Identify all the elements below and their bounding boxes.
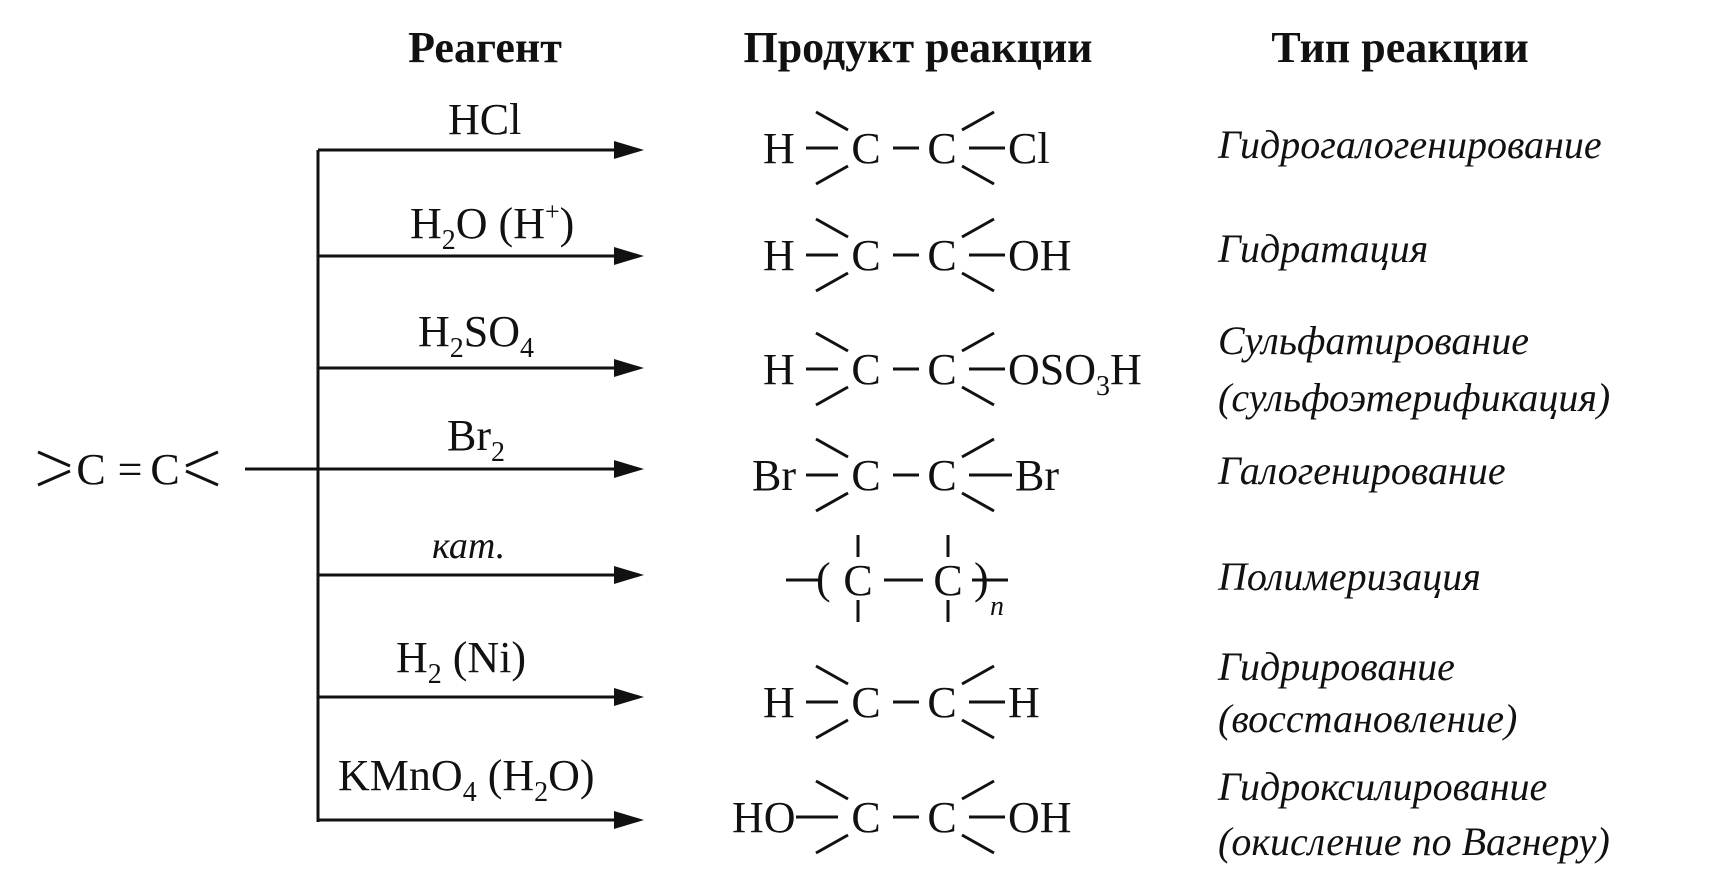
product-structure: HO C C OH <box>732 779 1072 855</box>
svg-text:C: C <box>851 231 880 280</box>
reaction-type-label: Гидрогалогенирование <box>1217 122 1602 167</box>
svg-text:C: C <box>927 451 956 500</box>
reagent-label: H2 (Ni) <box>396 633 526 690</box>
reaction-type-label: (окисление по Вагнеру) <box>1218 819 1610 864</box>
svg-text:H: H <box>763 678 795 727</box>
svg-text:C: C <box>927 345 956 394</box>
product-structure: Br C C Br <box>752 437 1059 513</box>
reagent-label: HCl <box>448 95 521 144</box>
svg-text:C: C <box>851 345 880 394</box>
starting-alkene: C = C <box>37 445 219 494</box>
header-type: Тип реакции <box>1271 23 1528 72</box>
bond-line <box>185 450 219 468</box>
reaction-arrow <box>318 359 644 377</box>
header-reagent: Реагент <box>408 23 562 72</box>
reaction-arrow <box>318 566 644 584</box>
reaction-arrow <box>318 688 644 706</box>
header-product: Продукт реакции <box>743 23 1092 72</box>
alkene-left-carbon: C <box>76 445 105 494</box>
reaction-arrow <box>318 811 644 829</box>
svg-text:Br: Br <box>752 451 796 500</box>
svg-text:(: ( <box>816 554 831 603</box>
product-structure: ( C C ) n <box>786 535 1008 622</box>
svg-text:OH: OH <box>1008 793 1072 842</box>
svg-text:C: C <box>933 556 962 605</box>
bond-line <box>185 469 219 487</box>
svg-text:Cl: Cl <box>1008 124 1050 173</box>
reaction-type-label: Галогенирование <box>1217 448 1506 493</box>
svg-text:H: H <box>763 231 795 280</box>
reaction-arrow <box>318 247 644 265</box>
alkene-double-bond: = <box>118 445 143 494</box>
svg-text:H: H <box>763 124 795 173</box>
reagent-label: H2SO4 <box>418 307 534 364</box>
svg-text:Br: Br <box>1015 451 1059 500</box>
product-structure: H C C Cl <box>763 110 1050 186</box>
svg-text:OSO3H: OSO3H <box>1008 345 1142 402</box>
bond-line <box>37 450 71 468</box>
svg-text:OH: OH <box>1008 231 1072 280</box>
svg-text:H: H <box>1008 678 1040 727</box>
svg-text:H: H <box>763 345 795 394</box>
svg-text:C: C <box>927 678 956 727</box>
svg-text:C: C <box>927 124 956 173</box>
reaction-type-label: (сульфоэтерификация) <box>1218 375 1610 420</box>
reagent-label: кат. <box>432 525 505 567</box>
alkene-right-carbon: C <box>150 445 179 494</box>
bond-line <box>37 469 71 487</box>
svg-text:C: C <box>851 793 880 842</box>
svg-text:C: C <box>851 124 880 173</box>
svg-text:C: C <box>851 678 880 727</box>
reaction-arrow <box>318 460 644 478</box>
product-structure: H C C OH <box>763 217 1072 293</box>
svg-text:n: n <box>990 591 1004 622</box>
product-structure: H C C H <box>763 664 1040 740</box>
reaction-arrow <box>318 141 644 159</box>
reaction-type-label: Гидратация <box>1217 226 1428 271</box>
svg-text:C: C <box>843 556 872 605</box>
product-structure: H C C OSO3H <box>763 331 1142 407</box>
reaction-type-label: Сульфатирование <box>1218 318 1529 363</box>
reagent-label: Br2 <box>447 411 505 468</box>
svg-text:C: C <box>927 231 956 280</box>
reagent-label: H2O (H+) <box>410 197 574 256</box>
reaction-type-label: Полимеризация <box>1217 554 1481 599</box>
reaction-type-label: (восстановление) <box>1218 696 1517 741</box>
reaction-type-label: Гидроксилирование <box>1217 764 1547 809</box>
svg-text:C: C <box>851 451 880 500</box>
reaction-type-label: Гидрирование <box>1217 644 1455 689</box>
svg-text:HO: HO <box>732 793 796 842</box>
svg-text:C: C <box>927 793 956 842</box>
reagent-label: KMnO4 (H2O) <box>338 751 595 808</box>
